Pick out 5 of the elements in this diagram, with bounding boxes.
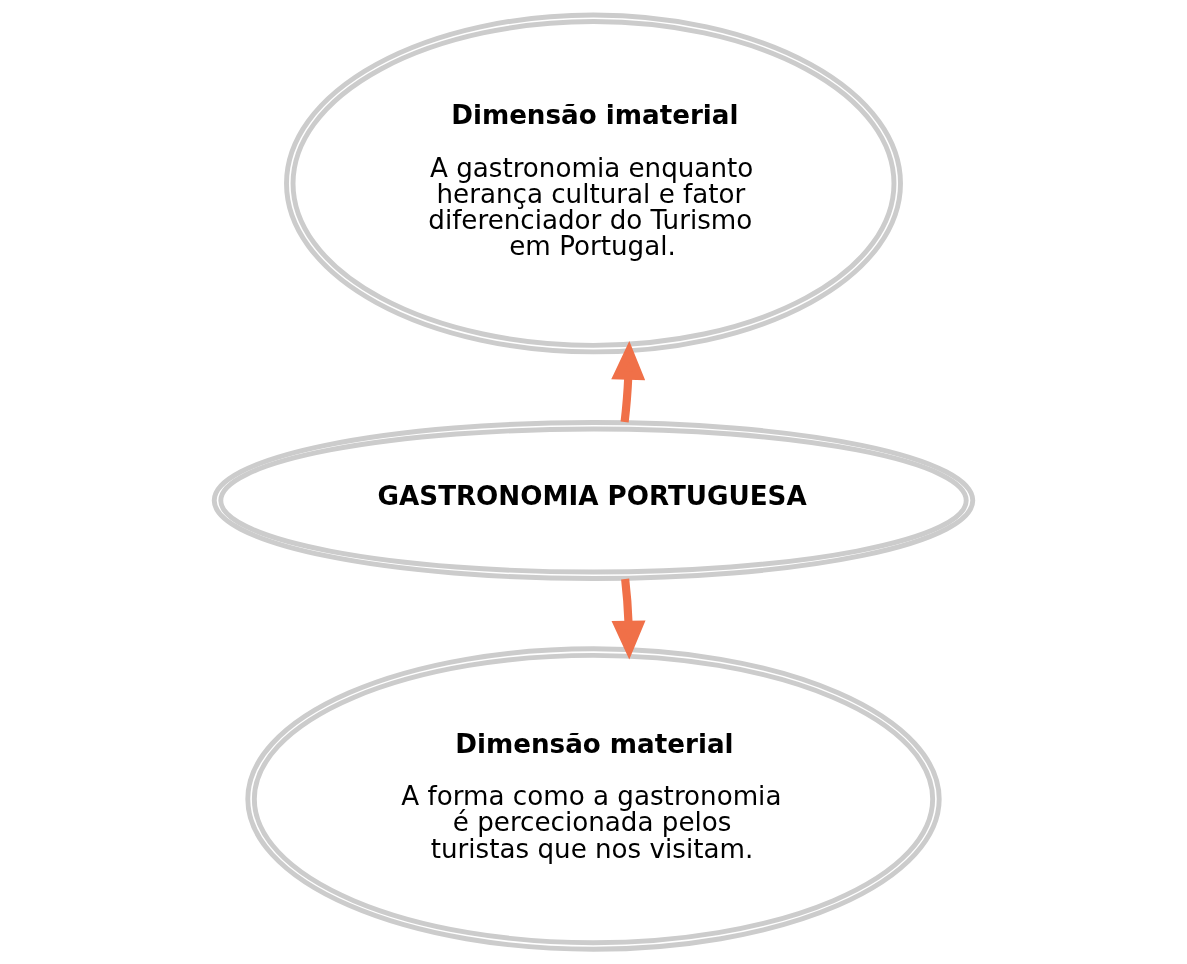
arrow bbox=[611, 340, 646, 423]
node-ellipse: GASTRONOMIA PORTUGUESA bbox=[211, 420, 976, 581]
node-ellipse: Dimensão imaterial A gastronomia enquanto herança cultural e fator diferenciador do Turismo em Portugal. bbox=[284, 12, 903, 355]
arrow bbox=[611, 578, 646, 660]
node-ellipse: Dimensão material A forma como a gastronomia é percecionada pelos turistas que nos visitam. bbox=[245, 646, 942, 952]
